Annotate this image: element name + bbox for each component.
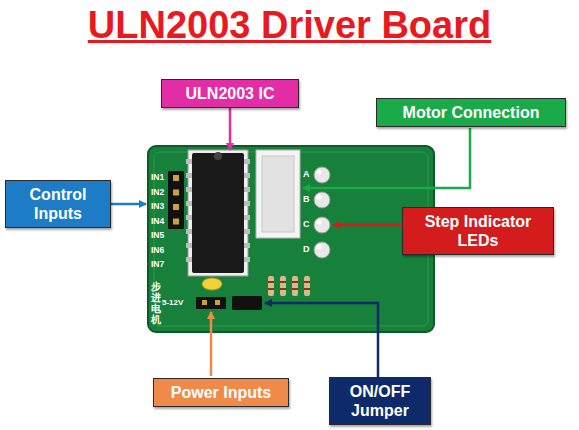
resistor-band [304, 281, 310, 283]
header-pin [173, 190, 179, 196]
callout-text: Motor Connection [383, 103, 559, 122]
callout-text: Control Inputs [12, 185, 104, 223]
ic-pin [244, 201, 250, 206]
callout-box: Power Inputs [153, 378, 289, 407]
led-highlight [317, 245, 322, 250]
ic-pins [186, 159, 250, 262]
header-pin [215, 300, 220, 305]
header-pin [173, 219, 179, 225]
pcb-trace [154, 152, 428, 326]
silkscreen-label: A [303, 170, 310, 179]
ic-pin [186, 173, 192, 178]
resistor-band [292, 288, 298, 290]
ic-pin [186, 215, 192, 220]
header-pin [173, 204, 179, 210]
leader-line [229, 108, 232, 150]
callout-text: Step Indicator LEDs [409, 212, 547, 250]
silkscreen-label: D [303, 245, 310, 254]
connector-slot [262, 156, 294, 232]
resistor [280, 276, 286, 296]
silkscreen-label: IN3 [151, 202, 164, 211]
resistor [292, 276, 298, 296]
silkscreen-label: IN5 [151, 231, 164, 240]
silkscreen-label: IN7 [151, 260, 164, 269]
resistor-bands [268, 281, 310, 290]
callout-text: ULN2003 IC [168, 84, 292, 103]
header-pin [173, 175, 179, 181]
diagram-title: ULN2003 Driver Board [0, 4, 579, 47]
resistor-band [268, 281, 274, 283]
leader-line [333, 224, 403, 227]
led [314, 217, 330, 233]
ic-pin [244, 159, 250, 164]
ic-notch [214, 152, 222, 160]
silkscreen-label: IN1 [151, 173, 164, 182]
callout-box: Control Inputs [5, 180, 111, 228]
motor-connector [256, 150, 300, 238]
ic-pin [244, 173, 250, 178]
silkscreen-label: 5-12V [162, 299, 183, 307]
callout-box: Motor Connection [376, 98, 566, 127]
callout-text: Power Inputs [160, 383, 282, 402]
resistor-band [304, 288, 310, 290]
ic-chip [192, 153, 244, 273]
resistor-band [280, 288, 286, 290]
header-pin [202, 300, 207, 305]
ic-pin [244, 215, 250, 220]
led [314, 242, 330, 258]
resistor-band [292, 281, 298, 283]
jumper [232, 296, 262, 310]
ic-pin [244, 187, 250, 192]
callout-text: ON/OFF Jumper [336, 382, 424, 420]
ic-pin [186, 159, 192, 164]
pin-header [168, 171, 184, 229]
ic-pin [186, 229, 192, 234]
ic-pin [244, 243, 250, 248]
resistor-band [280, 281, 286, 283]
leader-line [265, 303, 378, 379]
ic-socket [188, 150, 248, 276]
ic-pin [186, 243, 192, 248]
ic-pin [186, 201, 192, 206]
silkscreen-label: IN6 [151, 246, 164, 255]
ic-pin [186, 187, 192, 192]
callout-box: ULN2003 IC [161, 79, 299, 108]
capacitor [202, 278, 222, 290]
resistor-band [268, 288, 274, 290]
leader-line [210, 312, 213, 376]
led [314, 167, 330, 183]
silkscreen-label: B [303, 195, 310, 204]
resistor [268, 276, 274, 296]
silkscreen-label: IN4 [151, 217, 164, 226]
led-highlight [317, 170, 322, 175]
power-header [196, 297, 226, 309]
leader-line [110, 203, 146, 206]
silkscreen-label: IN2 [151, 188, 164, 197]
led-highlight [317, 220, 322, 225]
callout-box: ON/OFF Jumper [329, 377, 431, 425]
silkscreen-label: 步进电机 [151, 281, 161, 325]
led-highlight [317, 195, 322, 200]
ic-pin [186, 257, 192, 262]
callout-box: Step Indicator LEDs [402, 207, 554, 255]
leader-line [303, 128, 470, 188]
ic-pin [244, 257, 250, 262]
resistor [304, 276, 310, 296]
silkscreen-label: C [303, 220, 310, 229]
led [314, 192, 330, 208]
ic-pin [244, 229, 250, 234]
